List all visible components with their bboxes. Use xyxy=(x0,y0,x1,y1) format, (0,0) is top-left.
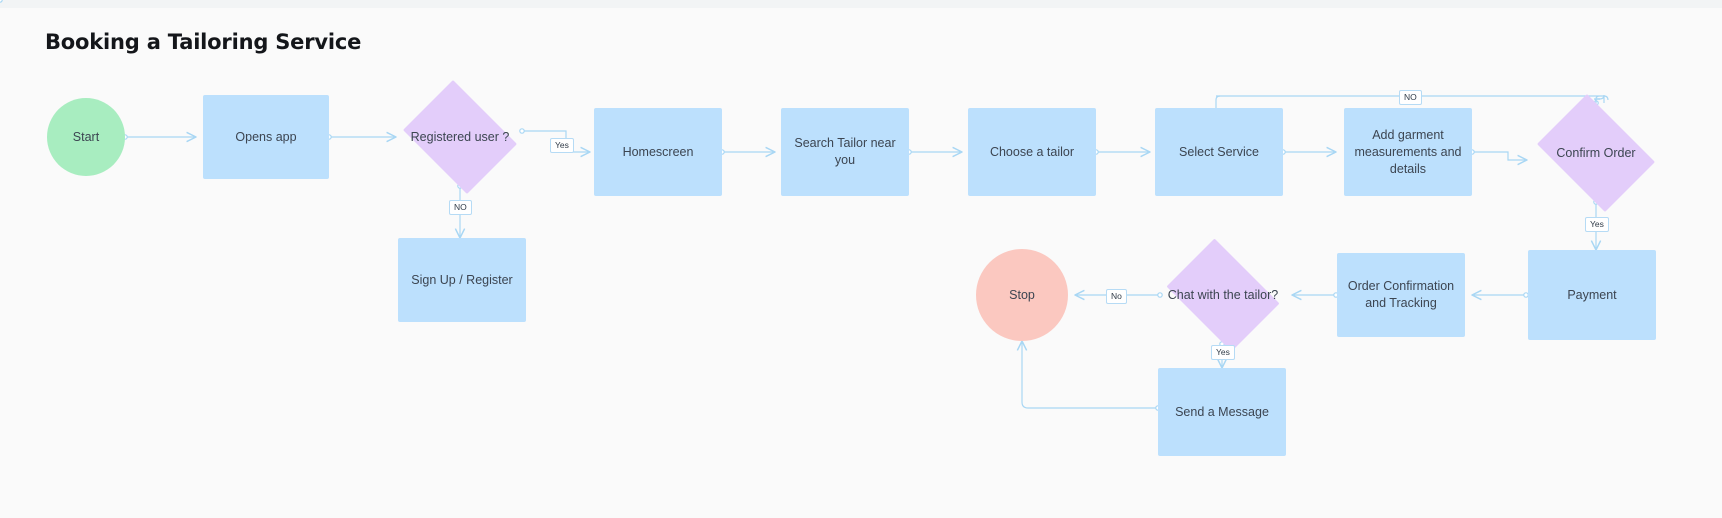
edge-label-chat-no: No xyxy=(1106,289,1127,304)
node-start[interactable]: Start xyxy=(47,98,125,176)
node-start-label: Start xyxy=(72,130,100,144)
node-search-tailor[interactable]: Search Tailor near you xyxy=(781,108,909,196)
node-confirm-order[interactable]: Confirm Order xyxy=(1528,94,1664,212)
node-registered-user-label: Registered user ? xyxy=(410,129,510,144)
node-order-confirmation-tracking[interactable]: Order Confirmation and Tracking xyxy=(1337,253,1465,337)
edge-label-registered-no: NO xyxy=(449,200,472,215)
node-registered-user[interactable]: Registered user ? xyxy=(396,80,524,194)
node-confirm-order-label: Confirm Order xyxy=(1556,145,1636,160)
node-chat-with-tailor-label: Chat with the tailor? xyxy=(1167,287,1279,302)
window-top-strip xyxy=(0,0,1722,8)
node-sign-up-register[interactable]: Sign Up / Register xyxy=(398,238,526,322)
node-stop-label: Stop xyxy=(1009,288,1035,302)
node-sign-up-register-label: Sign Up / Register xyxy=(411,272,513,287)
node-order-confirmation-tracking-label: Order Confirmation and Tracking xyxy=(1347,279,1455,310)
node-select-service[interactable]: Select Service xyxy=(1155,108,1283,196)
node-select-service-label: Select Service xyxy=(1179,144,1259,159)
edge-label-confirm-no: NO xyxy=(1399,90,1422,105)
edge-label-confirm-yes: Yes xyxy=(1585,217,1609,232)
node-opens-app[interactable]: Opens app xyxy=(203,95,329,179)
node-opens-app-label: Opens app xyxy=(235,129,297,144)
edge-label-registered-yes: Yes xyxy=(550,138,574,153)
node-stop[interactable]: Stop xyxy=(976,249,1068,341)
node-choose-tailor-label: Choose a tailor xyxy=(989,144,1075,159)
node-homescreen-label: Homescreen xyxy=(622,144,694,159)
edge-label-chat-yes: Yes xyxy=(1211,345,1235,360)
node-add-garment-details-label: Add garment measurements and details xyxy=(1354,127,1462,176)
node-add-garment-details[interactable]: Add garment measurements and details xyxy=(1344,108,1472,196)
node-payment-label: Payment xyxy=(1567,287,1617,302)
node-search-tailor-label: Search Tailor near you xyxy=(794,136,896,167)
node-payment[interactable]: Payment xyxy=(1528,250,1656,340)
page-title: Booking a Tailoring Service xyxy=(45,30,362,54)
node-send-a-message[interactable]: Send a Message xyxy=(1158,368,1286,456)
node-send-a-message-label: Send a Message xyxy=(1175,404,1269,419)
node-chat-with-tailor[interactable]: Chat with the tailor? xyxy=(1158,238,1288,352)
node-homescreen[interactable]: Homescreen xyxy=(594,108,722,196)
node-choose-tailor[interactable]: Choose a tailor xyxy=(968,108,1096,196)
